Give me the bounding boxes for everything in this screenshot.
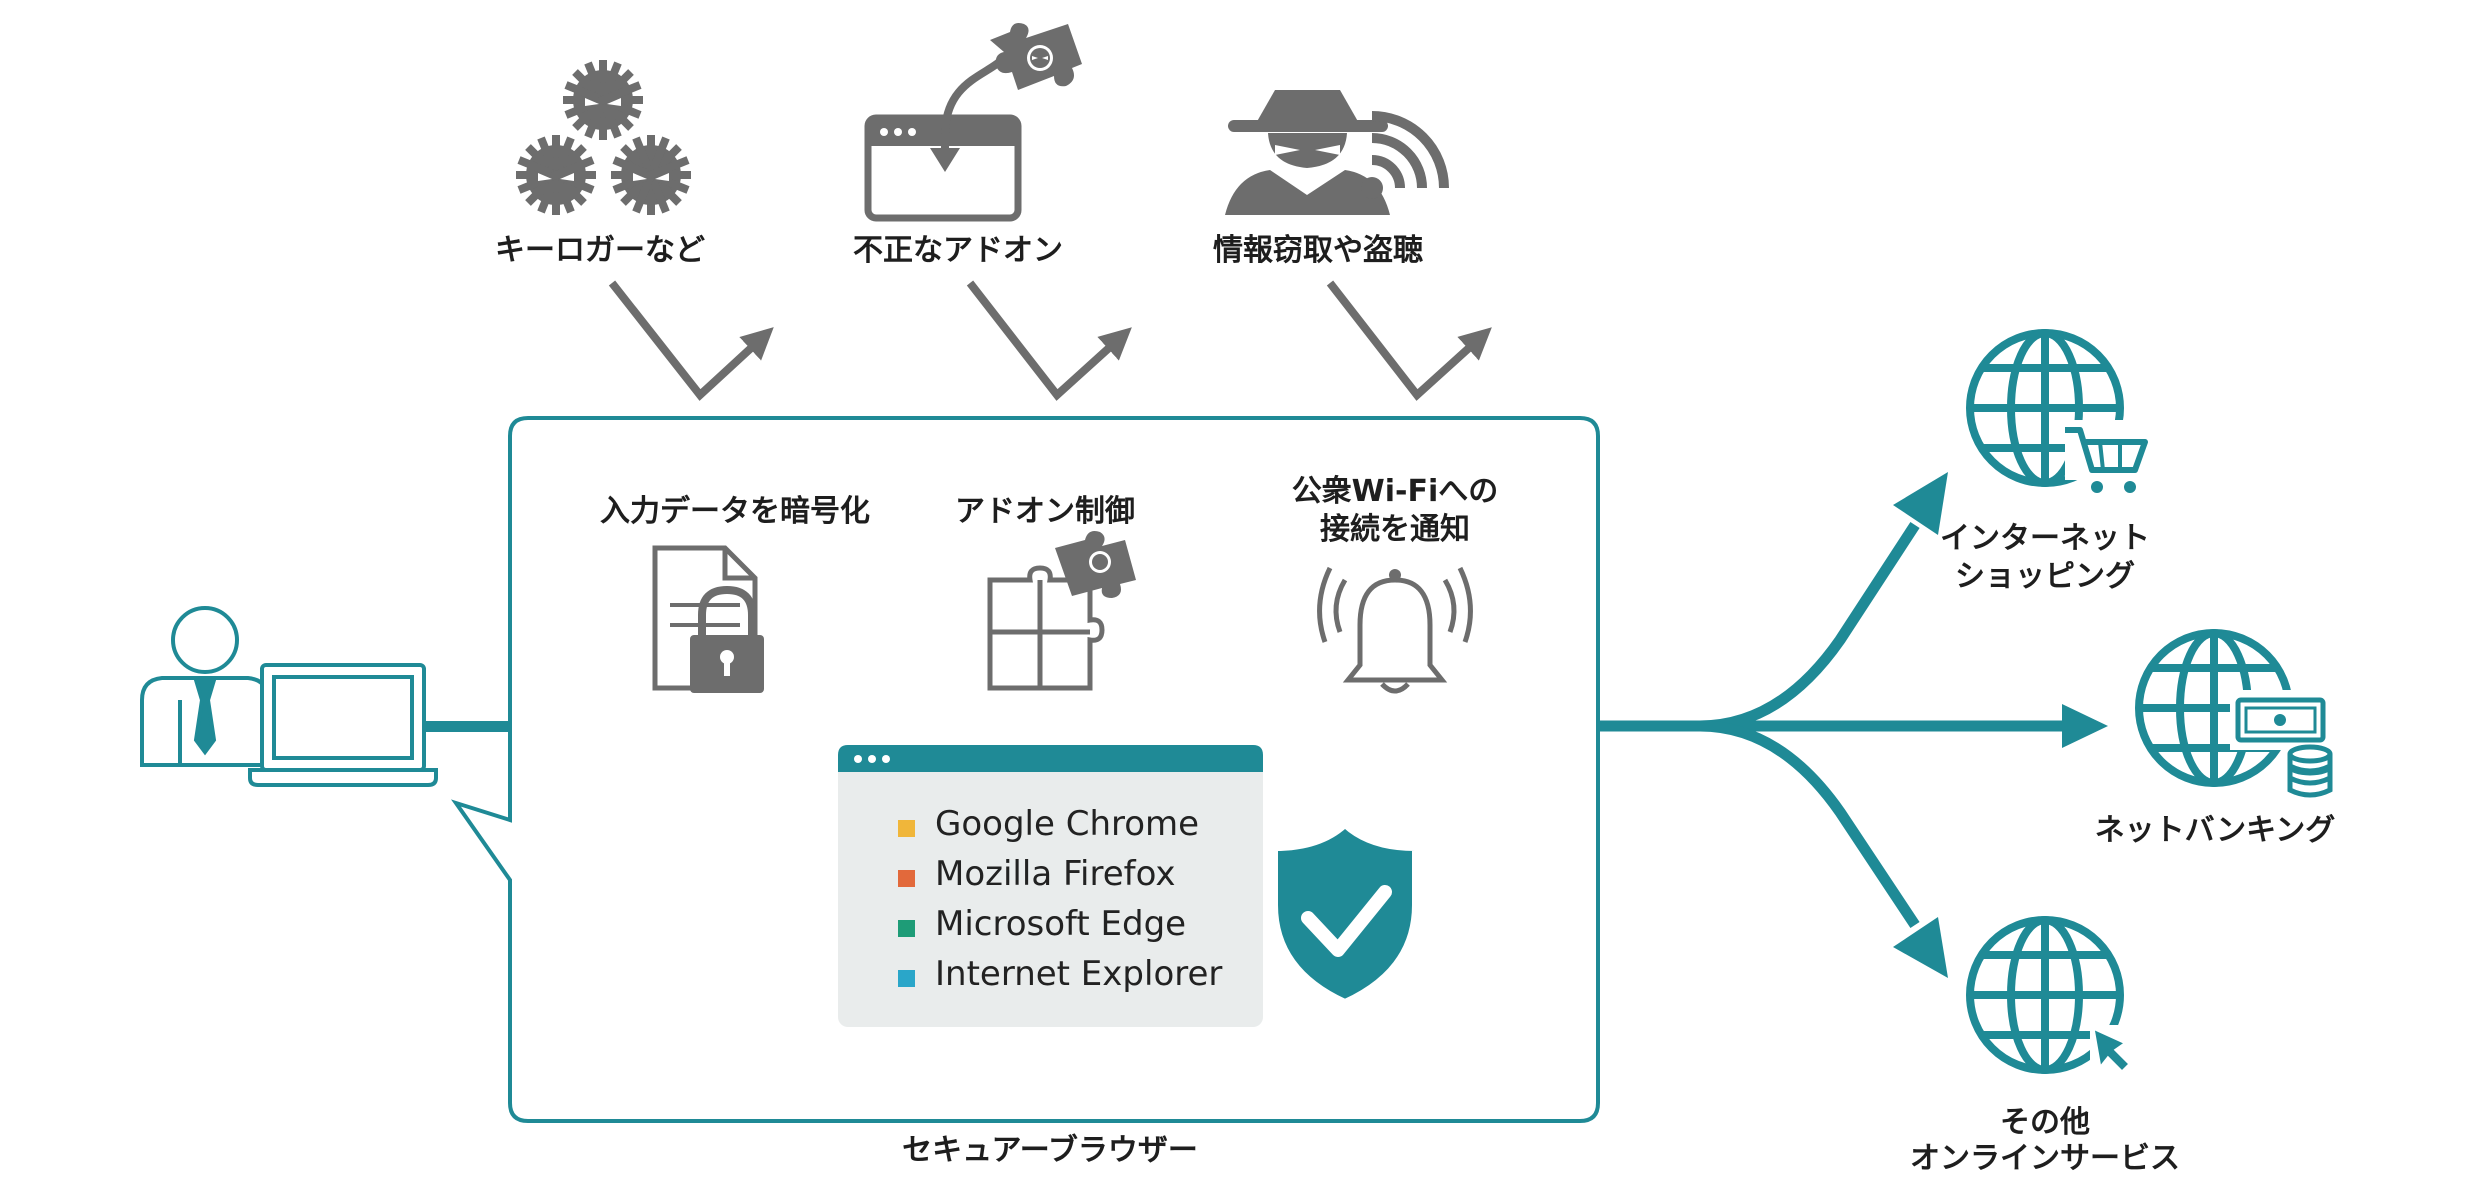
- ie-color-square: [898, 970, 915, 987]
- threat-label-eavesdrop: 情報窃取や盗聴: [1213, 233, 1423, 268]
- service-banking-label: ネットバンキング: [2094, 813, 2336, 848]
- user-laptop-icon: [140, 606, 438, 787]
- feature-label-encrypt: 入力データを暗号化: [600, 494, 870, 529]
- puzzle-icon: [987, 531, 1136, 691]
- bell-icon: [1317, 566, 1473, 694]
- service-arrows: [1598, 521, 2070, 929]
- malicious-addon-icon: [864, 23, 1082, 222]
- arrowhead-banking: [2062, 704, 2108, 748]
- browser-name: Internet Explorer: [935, 954, 1223, 994]
- feature-label-addon-control: アドオン制御: [955, 494, 1135, 529]
- threat-label-keylogger: キーロガーなど: [495, 233, 705, 268]
- secure-browser-caption: セキュアーブラウザー: [902, 1133, 1198, 1168]
- feature-label-wifi-line1: 公衆Wi-Fiへの: [1291, 474, 1499, 509]
- browser-name: Mozilla Firefox: [935, 854, 1176, 894]
- globe-cart-icon: [1966, 329, 2148, 493]
- arrowhead-other: [1893, 917, 1948, 978]
- globe-money-icon: [2135, 629, 2333, 798]
- service-other-line1: その他: [2000, 1105, 2090, 1140]
- locked-file-icon: [652, 545, 764, 693]
- globe-cursor-icon: [1966, 916, 2133, 1075]
- service-shopping-line2: ショッピング: [1955, 559, 2135, 594]
- spy-wifi-icon: [1225, 90, 1449, 215]
- arrowhead-shopping: [1893, 472, 1948, 535]
- edge-color-square: [898, 920, 915, 937]
- shield-check-icon: [1272, 820, 1418, 1006]
- threat-deflect-arrows: [608, 280, 1492, 401]
- service-other-line2: オンラインサービス: [1910, 1141, 2180, 1176]
- user-connection-line: [426, 721, 512, 732]
- service-shopping-line1: インターネット: [1940, 521, 2150, 556]
- threat-label-addon: 不正なアドオン: [853, 233, 1063, 268]
- feature-label-wifi-line2: 接続を通知: [1320, 512, 1470, 547]
- chrome-color-square: [898, 820, 915, 837]
- browser-name: Google Chrome: [935, 804, 1200, 844]
- browser-panel: [838, 745, 1263, 1027]
- browser-name: Microsoft Edge: [935, 904, 1187, 944]
- firefox-color-square: [898, 870, 915, 887]
- virus-icon: [516, 60, 691, 215]
